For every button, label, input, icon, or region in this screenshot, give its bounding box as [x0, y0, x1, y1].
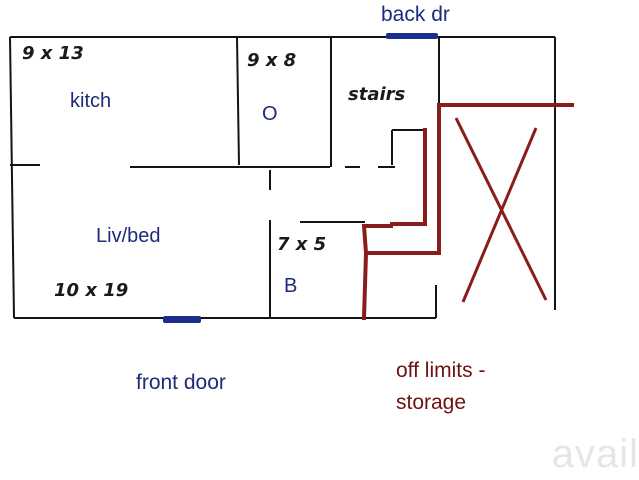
wall-kitchen-right [236, 36, 240, 166]
storage-boundary [361, 103, 574, 321]
closet-dimensions: 9 x 8 [247, 50, 297, 71]
kitchen-dimensions: 9 x 13 [22, 43, 84, 64]
watermark-logo: avail [551, 432, 639, 476]
bath-label: B [284, 275, 298, 297]
living-bed-dimensions: 10 x 19 [54, 280, 129, 301]
wall-left [9, 36, 15, 319]
front-door-marker [163, 316, 201, 323]
storage-label: storage [396, 391, 467, 414]
off-limits-label: off limits - [396, 359, 486, 382]
back-door-label: back dr [381, 3, 450, 26]
bath-dimensions: 7 x 5 [277, 234, 327, 255]
closet-label: O [262, 103, 278, 125]
storage-boundary-inner [361, 224, 393, 256]
back-door-marker [386, 33, 438, 39]
stairs-label: stairs [348, 84, 406, 105]
front-door-label: front door [136, 371, 226, 394]
storage-cross-b [461, 127, 538, 303]
living-bed-label: Liv/bed [96, 225, 161, 247]
kitchen-label: kitch [70, 90, 112, 112]
